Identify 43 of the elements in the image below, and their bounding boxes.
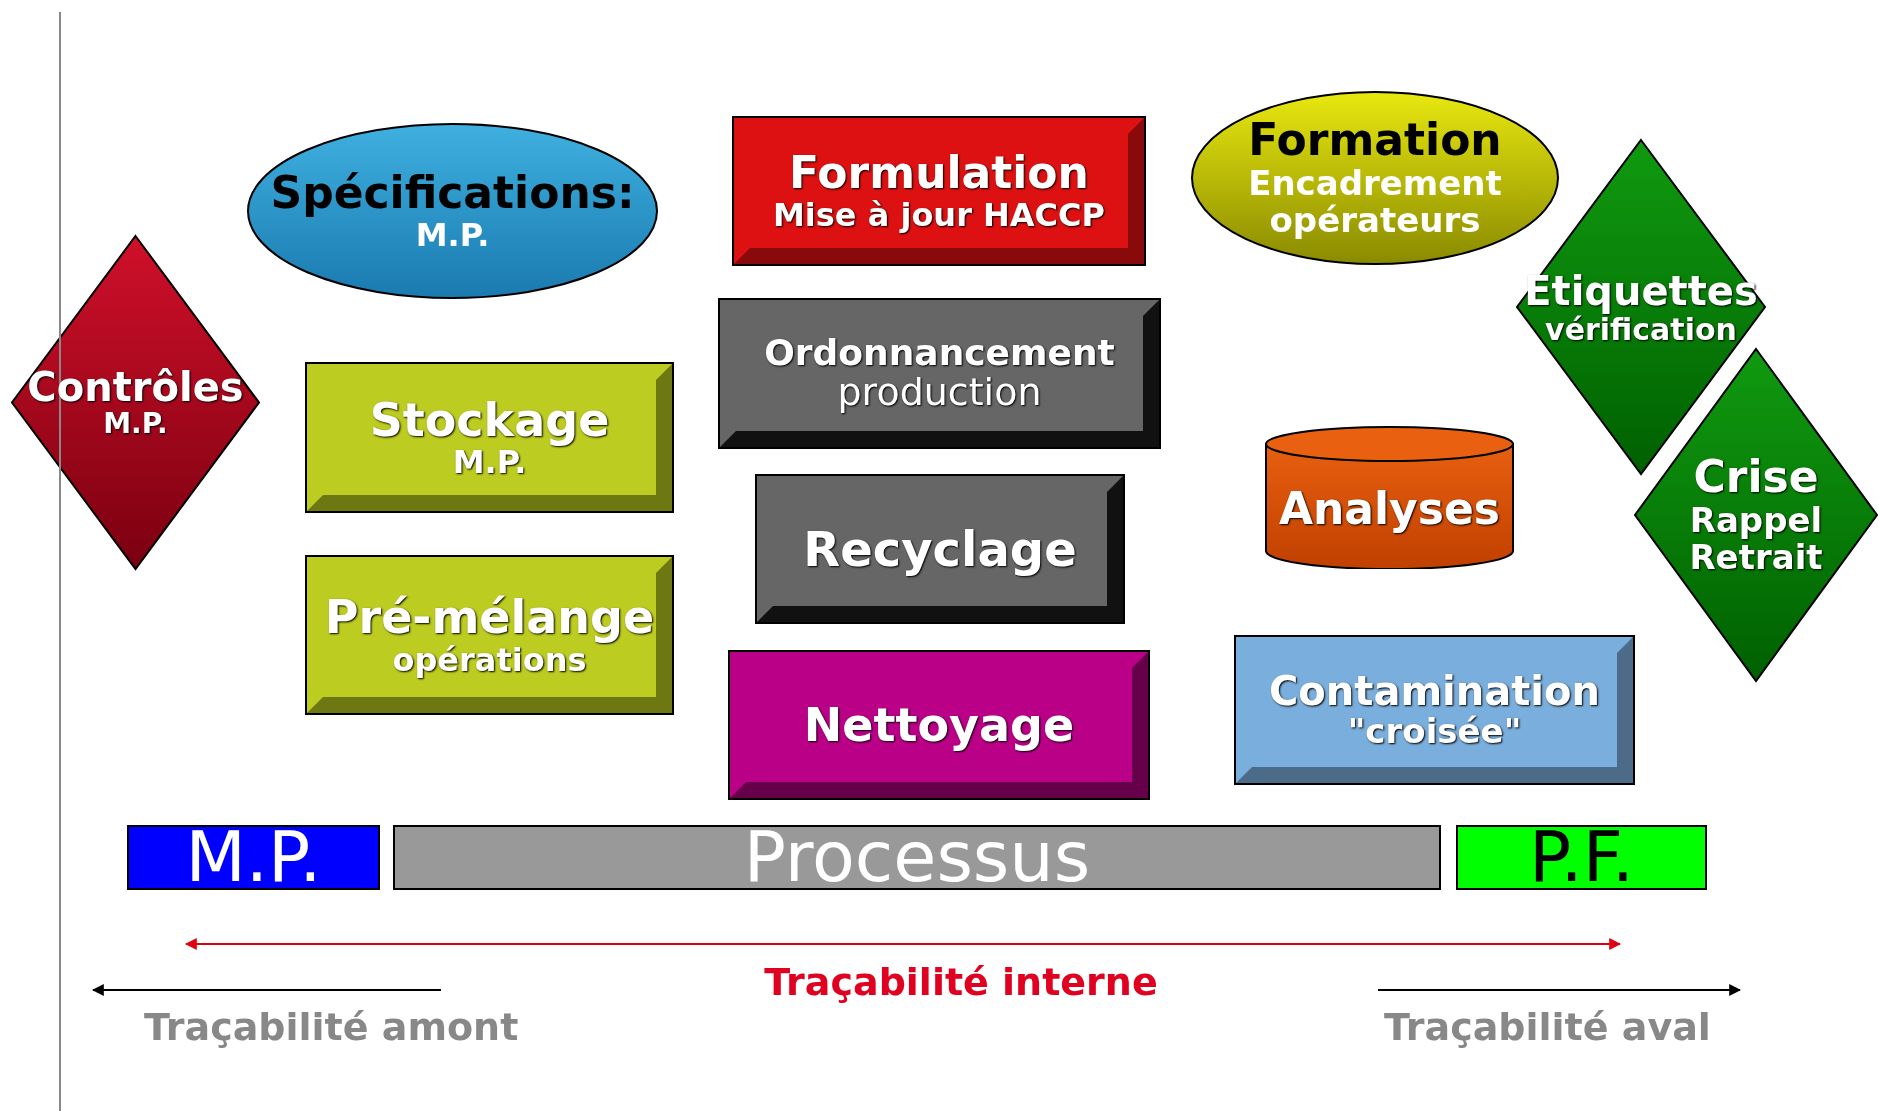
node-title: Contrôles [27,365,244,410]
tracing-label: Traçabilité interne [764,960,1158,1004]
cylinder-shape [1264,425,1515,569]
node-subtitle: M.P. [103,409,168,440]
node-title: Pré-mélange [324,592,655,643]
node-subtitle: Mise à jour HACCP [772,197,1106,233]
node-subtitle: production [837,372,1042,415]
node-title: P.F. [1529,819,1634,896]
process-box [732,116,1146,266]
node-title: Recyclage [803,522,1077,576]
node-title: Etiquettes [1524,268,1758,313]
node-title: Nettoyage [803,699,1075,751]
process-box [305,555,674,715]
node-title: Formulation [789,149,1089,198]
node-title: Stockage [369,394,610,446]
node-subtitle: M.P. [452,445,527,481]
node-title: Analyses [1278,484,1501,534]
node-title: Spécifications: [270,169,635,218]
process-box [305,362,674,513]
node-title: Crise [1693,453,1819,502]
tracing-label: Traçabilité aval [1384,1005,1711,1049]
node-title: M.P. [185,819,322,896]
stage-bar [1456,825,1707,890]
process-box [755,474,1125,624]
process-box [718,298,1161,449]
node-title: Ordonnancement [764,332,1115,373]
node-subtitle: "croisée" [1347,713,1522,751]
node-subtitle: Encadrement opérateurs [1247,164,1503,240]
node-title: Contamination [1268,669,1601,714]
diamond-shape [10,234,261,571]
node-title: Formation [1248,116,1502,165]
stage-bar [393,825,1441,890]
diamond-shape [1633,347,1879,683]
tracing-label: Traçabilité amont [144,1005,519,1049]
node-title: Processus [743,819,1091,896]
node-subtitle: Rappel Retrait [1688,501,1824,577]
node-subtitle: opérations [392,642,587,678]
process-box [1234,635,1635,785]
stage-bar [127,825,380,890]
ellipse-shape [1190,90,1560,266]
ellipse-shape [246,122,659,300]
process-box [728,650,1150,800]
node-subtitle: M.P. [415,217,490,253]
